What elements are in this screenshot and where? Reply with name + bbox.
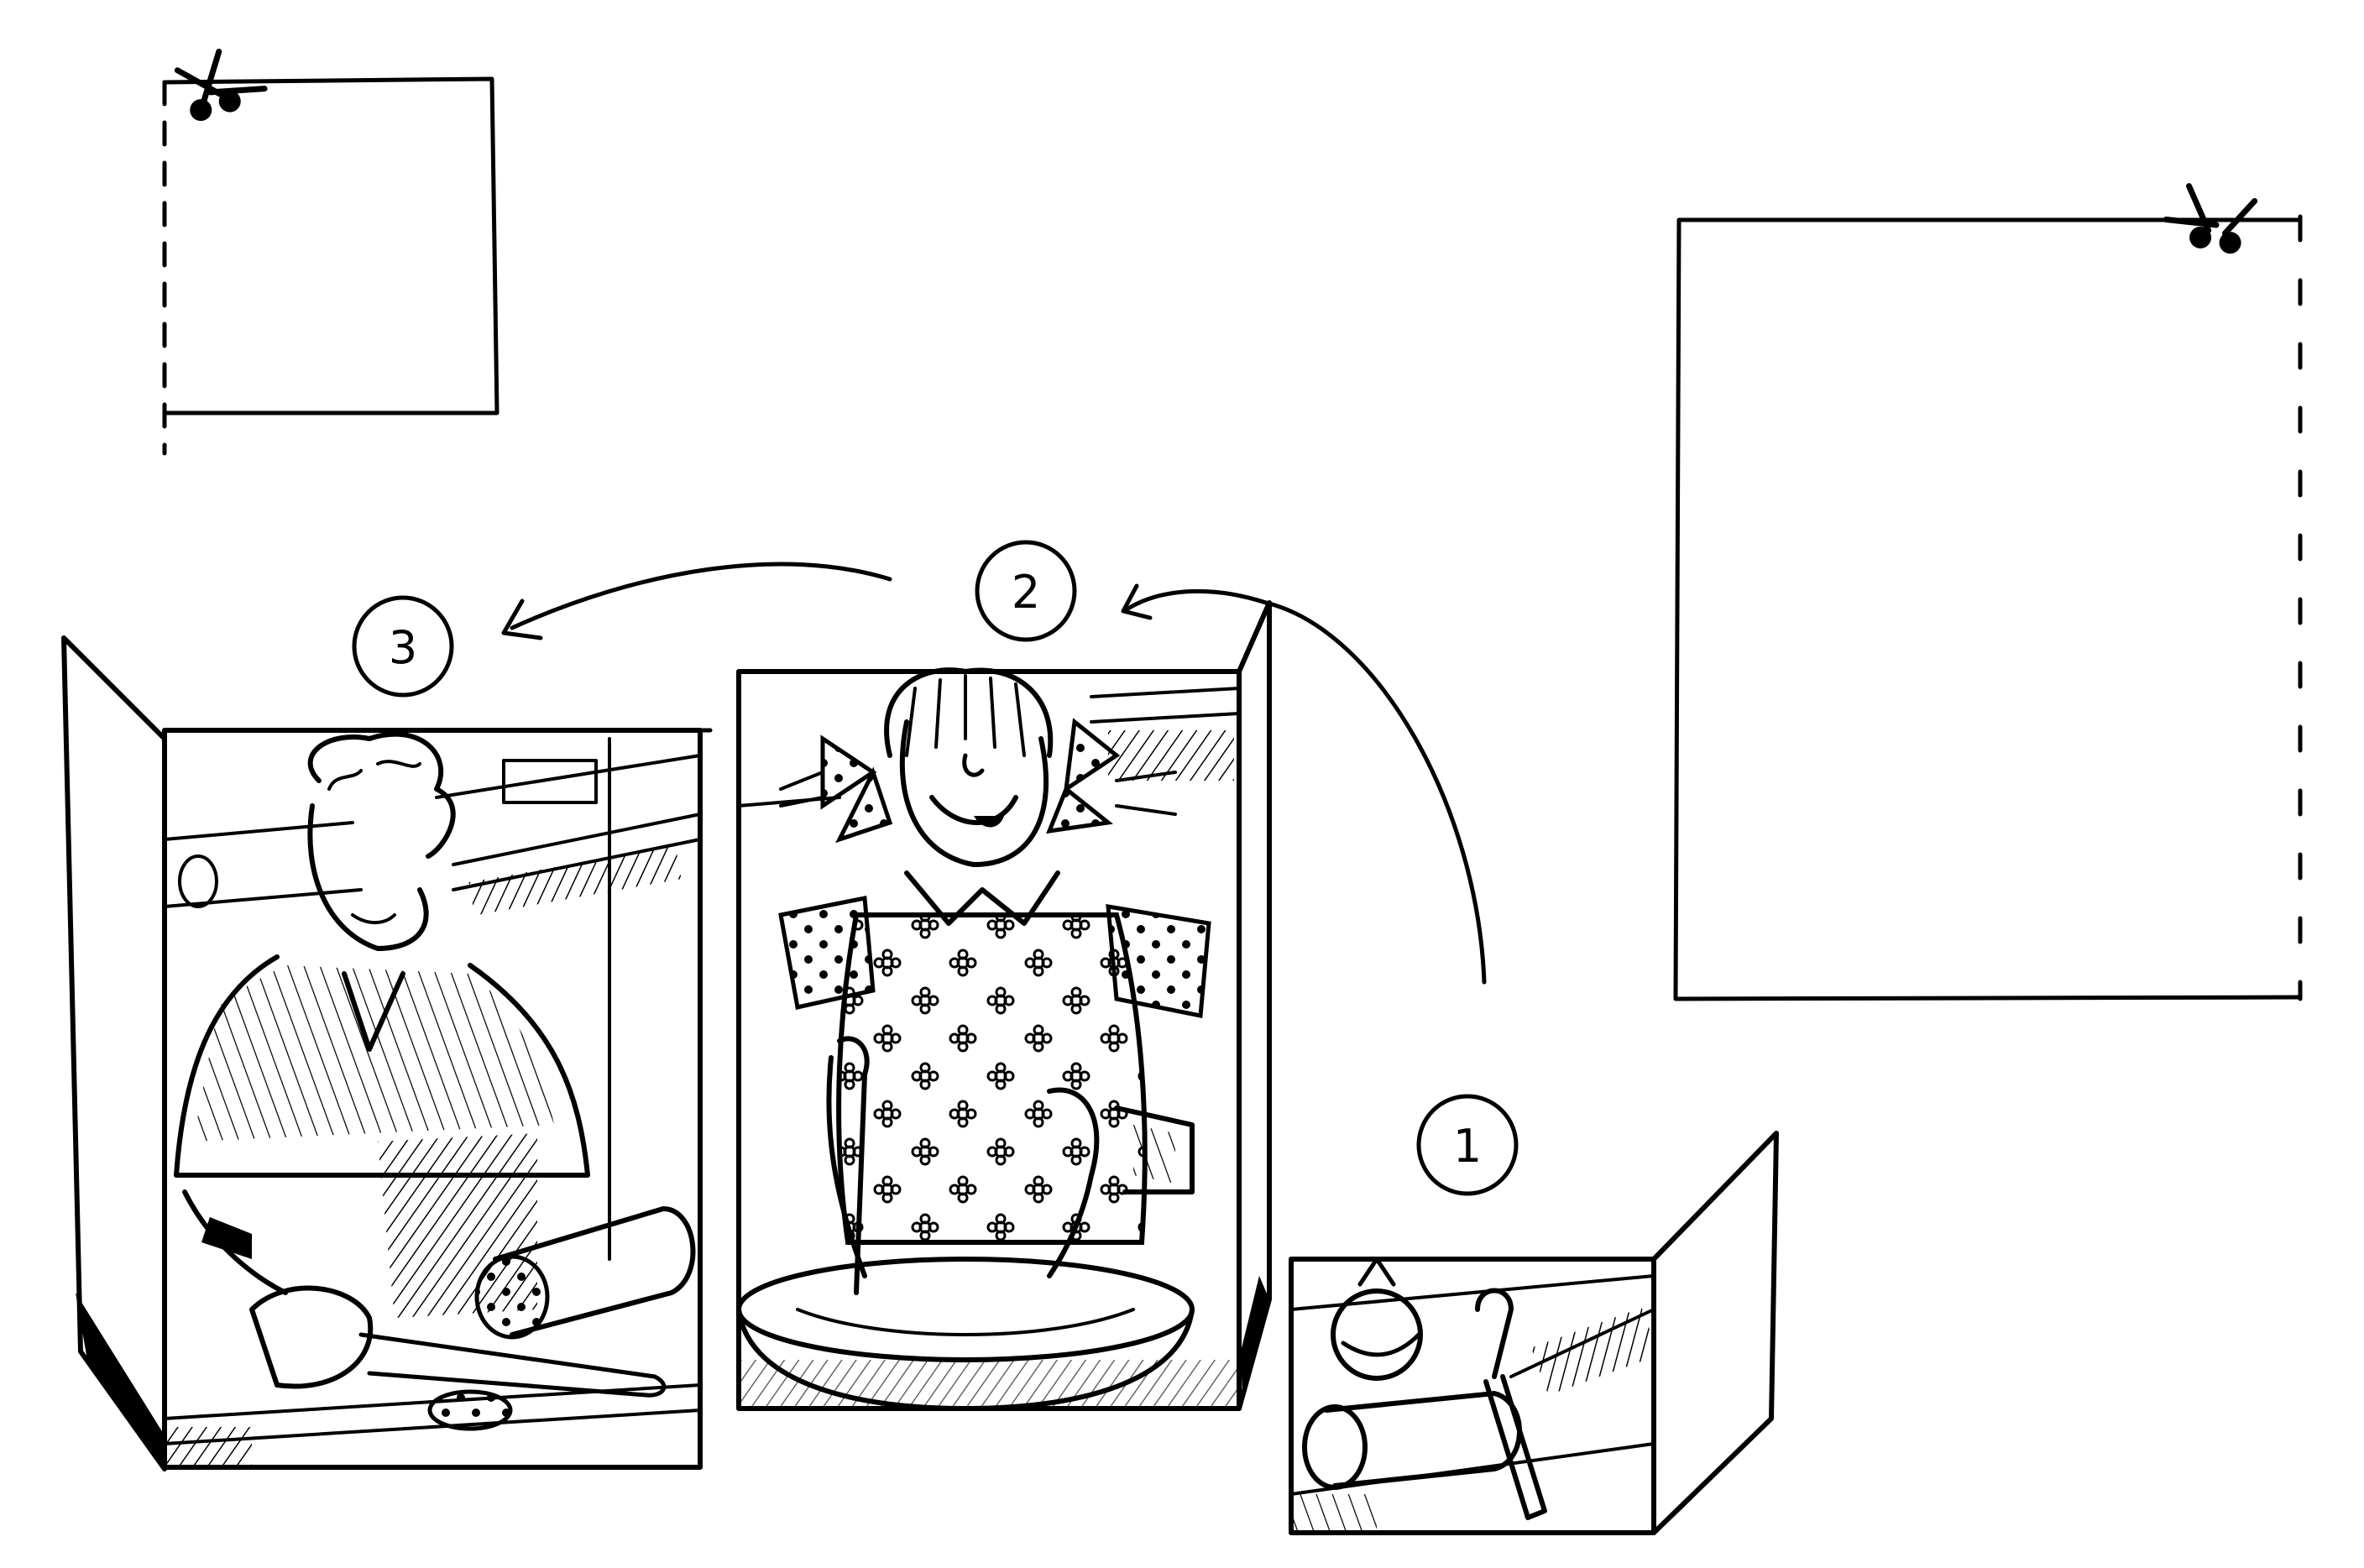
curved-arrow-icon	[1121, 583, 1487, 985]
step-marker-3: 3	[352, 595, 454, 698]
scissors-icon	[2163, 183, 2258, 254]
vegetables-illustration	[1289, 1257, 1660, 1533]
step-number-label: 2	[1012, 566, 1040, 619]
step-number-label: 1	[1453, 1120, 1482, 1173]
step-marker-1: 1	[1416, 1094, 1519, 1196]
curved-arrow-icon	[501, 562, 892, 640]
panel-2-folded-card	[736, 600, 1272, 1411]
large-cutout-template	[1673, 183, 2303, 1001]
girl-stirring-bowl-illustration	[736, 667, 1241, 1411]
scissors-icon	[174, 49, 268, 122]
panel-1-folded-card	[1289, 1131, 1779, 1535]
step-number-label: 3	[389, 621, 417, 674]
step-marker-2: 2	[975, 540, 1077, 642]
small-cutout-template	[162, 49, 499, 456]
man-slicing-sausage-illustration	[163, 731, 702, 1467]
panel-3-folded-card	[61, 635, 713, 1471]
